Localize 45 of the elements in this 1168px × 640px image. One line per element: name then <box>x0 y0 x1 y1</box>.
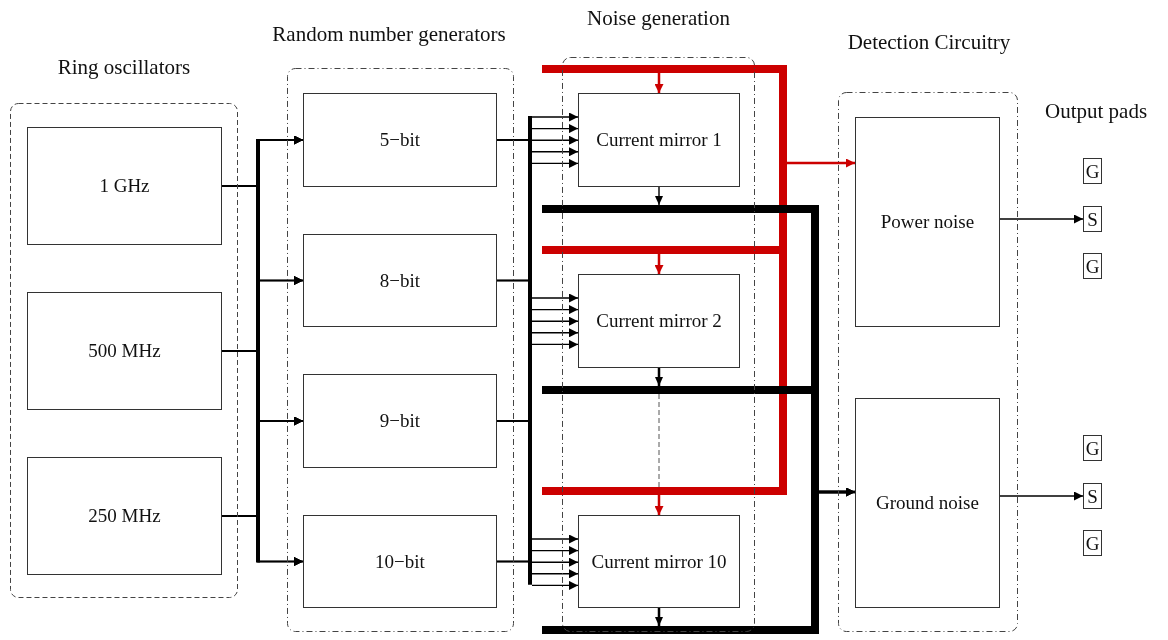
connector-arrow <box>496 420 579 567</box>
group-heading: Ring oscillators <box>56 55 192 80</box>
process-box <box>578 93 740 187</box>
box-label: 8−bit <box>379 269 421 292</box>
pad-label: G <box>1085 533 1100 553</box>
process-box <box>855 117 1000 327</box>
box-label: 10−bit <box>375 550 425 573</box>
connector-arrow <box>496 560 579 579</box>
box-label: Current mirror 2 <box>596 310 722 332</box>
box-label: 9−bit <box>379 410 421 432</box>
box-label: Power noise <box>880 211 975 233</box>
process-box <box>27 292 222 410</box>
process-box <box>27 127 222 245</box>
box-label: 1 GHz <box>99 175 150 197</box>
box-label: Current mirror 10 <box>591 550 727 573</box>
pad-label: S <box>1087 209 1098 229</box>
group-heading: Detection Circuitry <box>846 30 1012 55</box>
process-box <box>303 515 497 608</box>
process-box <box>303 93 497 187</box>
box-label: 500 MHz <box>88 340 161 362</box>
connector-arrow <box>221 515 304 566</box>
bus-line <box>256 139 260 563</box>
group-heading: Noise generation <box>586 6 731 31</box>
connector-arrow <box>999 214 1084 224</box>
box-label: Current mirror 1 <box>596 129 722 151</box>
connector-arrow <box>496 279 579 556</box>
box-label: 5−bit <box>379 129 421 151</box>
pad-label: G <box>1085 161 1100 181</box>
process-box <box>578 274 740 368</box>
box-label: 250 MHz <box>88 505 161 527</box>
process-box <box>855 398 1000 608</box>
column-heading: Output pads <box>1045 99 1148 124</box>
process-box <box>303 374 497 468</box>
bus-line <box>528 116 532 585</box>
group-heading: Random number generators <box>271 22 507 47</box>
connector-arrow <box>999 491 1084 501</box>
pad-box <box>1083 206 1102 232</box>
process-box <box>27 457 222 575</box>
box-label: Ground noise <box>876 492 979 514</box>
process-box <box>303 234 497 327</box>
pad-label: G <box>1085 256 1100 276</box>
process-box <box>578 515 740 608</box>
pad-label: G <box>1085 438 1100 458</box>
pad-box <box>1083 483 1102 509</box>
pad-label: S <box>1087 486 1098 506</box>
